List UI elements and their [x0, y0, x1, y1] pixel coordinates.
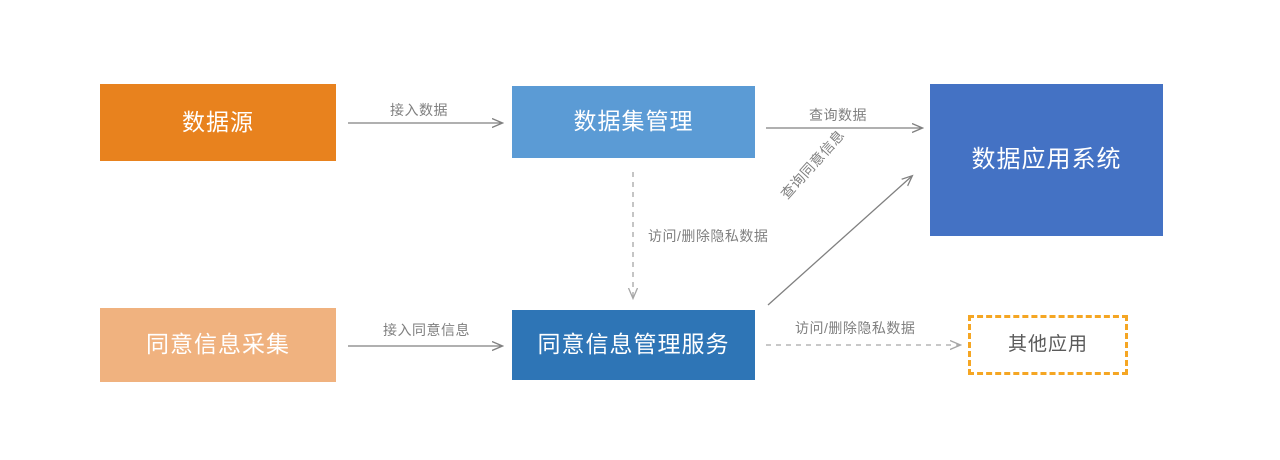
edge-label-access-delete-bottom: 访问/删除隐私数据 [795, 320, 916, 336]
node-other-applications[interactable]: 其他应用 [968, 315, 1128, 375]
node-data-source-label: 数据源 [182, 108, 254, 135]
node-consent-collection[interactable]: 同意信息采集 [100, 308, 336, 382]
edge-label-query-data: 查询数据 [809, 107, 867, 123]
edge-label-ingest-data: 接入数据 [390, 102, 448, 118]
node-consent-collection-label: 同意信息采集 [146, 331, 290, 358]
node-consent-management-service-label: 同意信息管理服务 [537, 331, 730, 358]
edge-label-access-delete-vertical: 访问/删除隐私数据 [648, 228, 769, 244]
node-data-application-system-label: 数据应用系统 [971, 145, 1122, 173]
node-other-applications-label: 其他应用 [1007, 333, 1088, 355]
node-dataset-management[interactable]: 数据集管理 [512, 86, 755, 158]
node-dataset-management-label: 数据集管理 [573, 108, 694, 135]
node-data-source[interactable]: 数据源 [100, 84, 336, 161]
edge-query-consent [767, 176, 912, 306]
node-consent-management-service[interactable]: 同意信息管理服务 [512, 310, 755, 380]
edge-label-ingest-consent: 接入同意信息 [383, 322, 470, 338]
node-data-application-system[interactable]: 数据应用系统 [930, 84, 1163, 236]
